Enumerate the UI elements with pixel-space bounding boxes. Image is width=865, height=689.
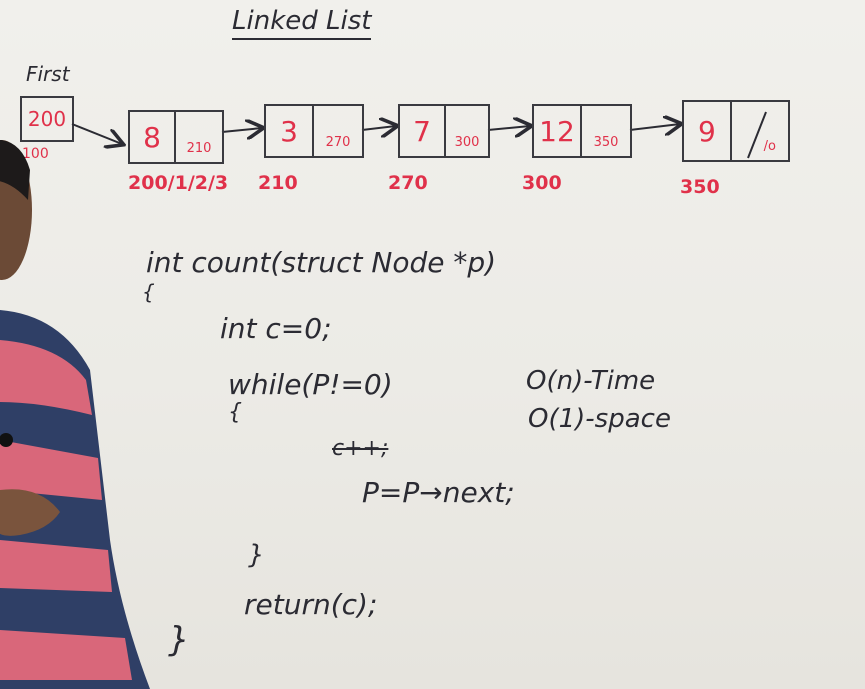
code-advance: P=P→next; [362,476,515,509]
node-3: 7 300 [398,104,490,158]
code-while: while(P!=0) [228,368,393,401]
code-init: int c=0; [220,312,332,345]
time-complexity: O(n)-Time [526,366,656,396]
code-signature: int count(struct Node *p) [146,246,497,279]
space-complexity: O(1)-space [528,404,671,434]
board-title: Linked List [232,6,372,40]
node-2-next: 270 [325,135,351,150]
node-5: 9 /o [682,100,790,162]
code-struck-increment: c++; [332,436,389,461]
first-pointer-value: 200 [27,107,67,131]
code-close-while: } [248,540,265,570]
arrow-node2-to-node3 [361,126,396,130]
null-slash [747,111,767,159]
node-2: 3 270 [264,104,364,158]
node-4: 12 350 [532,104,632,158]
first-address: 100 [22,146,49,162]
node-3-address: 270 [388,172,428,194]
node-3-data: 7 [400,106,446,156]
node-1-data: 8 [130,112,176,162]
presenter-figure [0,140,150,689]
code-while-brace: { [228,400,242,425]
arrow-node3-to-node4 [487,126,530,130]
arrow-node1-to-node2 [221,128,262,132]
node-5-data: 9 [684,102,732,160]
node-1-address: 200/1/2/3 [128,172,229,194]
node-2-data: 3 [266,106,314,156]
first-label: First [26,62,70,86]
code-open-brace: { [142,280,155,304]
first-pointer-box: 200 [20,96,74,142]
code-return: return(c); [244,588,378,621]
node-2-address: 210 [258,172,298,194]
node-1: 8 210 [128,110,224,164]
node-4-address: 300 [522,172,562,194]
node-1-next: 210 [186,141,212,156]
node-4-data: 12 [534,106,582,156]
node-5-address: 350 [680,176,720,198]
node-3-next: 300 [454,135,480,150]
code-close-fn: } [168,620,190,660]
arrow-node4-to-node5 [629,124,680,130]
node-5-next: /o [763,139,776,154]
arrow-first-to-node1 [71,123,122,144]
node-4-next: 350 [593,135,619,150]
